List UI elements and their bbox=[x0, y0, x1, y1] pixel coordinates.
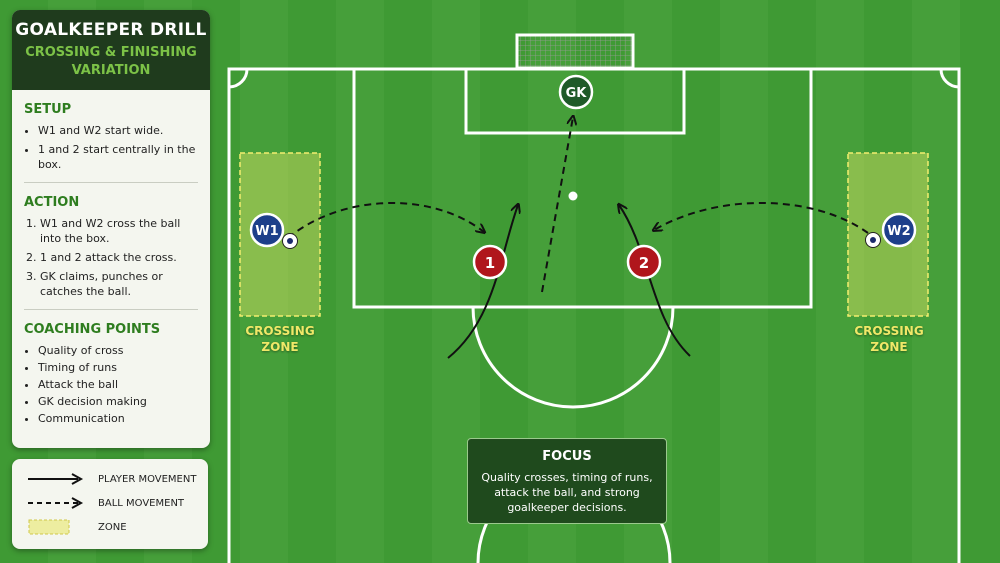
goal bbox=[515, 33, 635, 70]
corner-arc-left bbox=[228, 68, 249, 89]
coaching-item: GK decision making bbox=[38, 394, 198, 409]
corner-arc-right bbox=[939, 68, 960, 89]
ball-path-to-gk bbox=[541, 117, 573, 293]
legend-player-movement-label: PLAYER MOVEMENT bbox=[98, 473, 197, 485]
coaching-item: Timing of runs bbox=[38, 360, 198, 375]
player-1-label: 1 bbox=[485, 254, 495, 272]
focus-box: FOCUS Quality crosses, timing of runs, a… bbox=[467, 438, 667, 524]
info-panel: GOALKEEPER DRILL CROSSING & FINISHING VA… bbox=[12, 10, 210, 448]
focus-text: Quality crosses, timing of runs, attack … bbox=[481, 471, 653, 514]
coaching-item: Communication bbox=[38, 411, 198, 426]
action-item: GK claims, punches or catches the ball. bbox=[40, 269, 198, 299]
coaching-section: COACHING POINTS Quality of cross Timing … bbox=[12, 322, 210, 426]
player-gk: GK bbox=[558, 74, 594, 110]
player-w1: W1 bbox=[249, 212, 285, 248]
action-item: 1 and 2 attack the cross. bbox=[40, 250, 198, 265]
player-w2: W2 bbox=[881, 212, 917, 248]
player-2-label: 2 bbox=[639, 254, 649, 272]
section-divider bbox=[24, 309, 198, 310]
legend: PLAYER MOVEMENT BALL MOVEMENT ZONE bbox=[12, 459, 208, 549]
panel-header: GOALKEEPER DRILL CROSSING & FINISHING VA… bbox=[12, 10, 210, 90]
player-1: 1 bbox=[472, 244, 508, 280]
setup-section: SETUP W1 and W2 start wide. 1 and 2 star… bbox=[12, 102, 210, 172]
coaching-item: Attack the ball bbox=[38, 377, 198, 392]
player-w2-label: W2 bbox=[887, 224, 910, 239]
focus-title: FOCUS bbox=[542, 449, 592, 464]
penalty-spot bbox=[568, 191, 578, 201]
player-gk-label: GK bbox=[566, 86, 588, 101]
football-icon-w2 bbox=[865, 232, 881, 248]
action-section: ACTION W1 and W2 cross the ball into the… bbox=[12, 195, 210, 299]
setup-heading: SETUP bbox=[24, 102, 72, 117]
panel-subtitle: CROSSING & FINISHING VARIATION bbox=[25, 45, 197, 78]
coaching-heading: COACHING POINTS bbox=[24, 322, 161, 337]
run-path-player-2 bbox=[619, 205, 691, 357]
legend-zone-label: ZONE bbox=[98, 521, 127, 533]
legend-player-movement: PLAYER MOVEMENT bbox=[28, 471, 196, 487]
player-2: 2 bbox=[626, 244, 662, 280]
section-divider bbox=[24, 182, 198, 183]
legend-zone: ZONE bbox=[28, 519, 127, 535]
action-item: W1 and W2 cross the ball into the box. bbox=[40, 216, 198, 246]
player-w1-label: W1 bbox=[255, 224, 278, 239]
legend-ball-movement-label: BALL MOVEMENT bbox=[98, 497, 185, 509]
football-icon-w1 bbox=[282, 233, 298, 249]
setup-item: W1 and W2 start wide. bbox=[38, 123, 198, 138]
dashed-arrow-icon bbox=[28, 497, 84, 509]
coaching-item: Quality of cross bbox=[38, 343, 198, 358]
zone-swatch-icon bbox=[28, 519, 70, 535]
ball-path-w1-cross bbox=[287, 202, 484, 239]
crossing-zone-right-label: CROSSING ZONE bbox=[854, 324, 924, 354]
legend-ball-movement: BALL MOVEMENT bbox=[28, 495, 184, 511]
run-path-player-1 bbox=[447, 205, 518, 359]
panel-title: GOALKEEPER DRILL bbox=[15, 20, 207, 40]
crossing-zone-left-label: CROSSING ZONE bbox=[245, 324, 315, 354]
penalty-arc bbox=[471, 306, 675, 409]
action-heading: ACTION bbox=[24, 195, 80, 210]
solid-arrow-icon bbox=[28, 473, 84, 485]
ball-path-w2-cross bbox=[654, 202, 869, 234]
setup-item: 1 and 2 start centrally in the box. bbox=[38, 142, 198, 172]
